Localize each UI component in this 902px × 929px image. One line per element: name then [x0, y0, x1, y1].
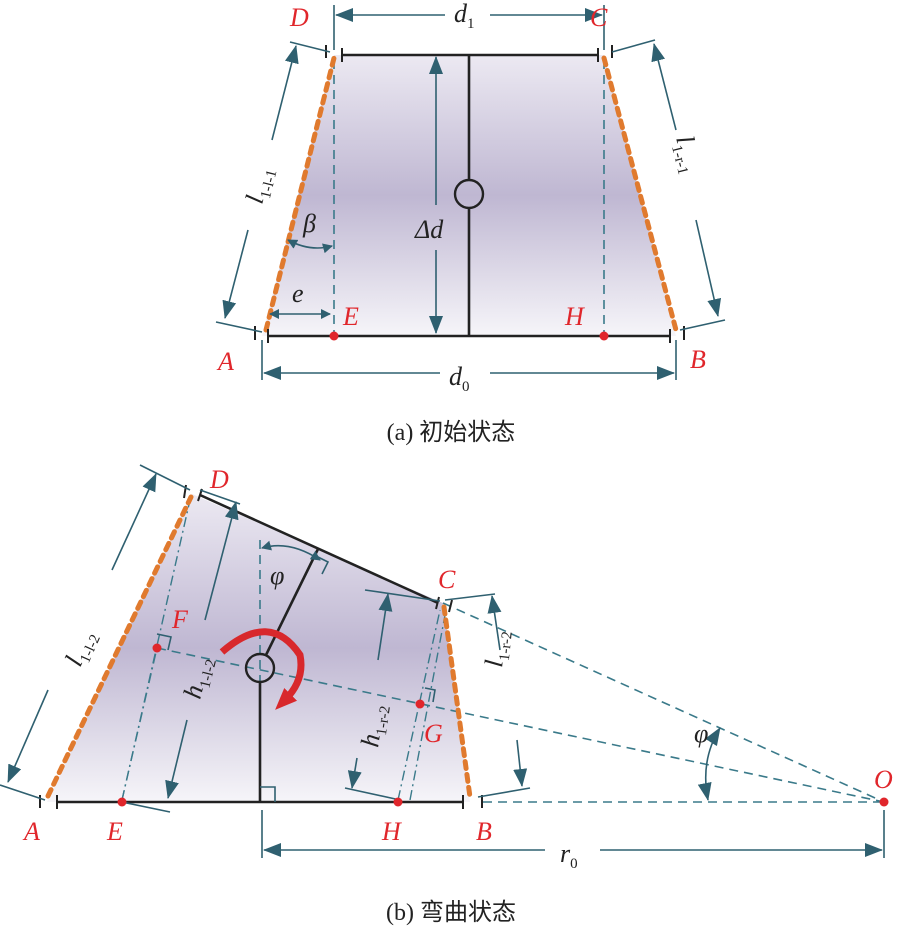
label-b-bent: B — [476, 817, 492, 846]
label-a: A — [216, 347, 234, 376]
right-edge-dashed-bent — [441, 604, 473, 800]
point-g-dot — [415, 699, 425, 709]
point-e-dot-bent — [117, 797, 127, 807]
point-h-dot — [599, 331, 609, 341]
caption-b: (b) 弯曲状态 — [386, 899, 516, 926]
dashed-line-fo — [156, 647, 885, 803]
label-r0: r0 — [560, 839, 578, 872]
h-right2-arrow-down — [347, 757, 362, 789]
panel-b: A E H B O D C F G φ φ r0 l1-l-2 h1-l-2 h… — [0, 464, 893, 926]
label-g: G — [424, 719, 443, 748]
label-phi-o: φ — [694, 719, 708, 748]
l-left-arrow-up — [271, 45, 299, 141]
label-d-bent: D — [209, 465, 229, 494]
label-o: O — [874, 765, 893, 794]
dashdot-right-2 — [409, 609, 447, 801]
right-angle-g — [424, 687, 436, 703]
l-right2-arrow-down — [513, 739, 528, 787]
label-c-bent: C — [438, 565, 456, 594]
l-left2-arrow-up — [111, 473, 157, 571]
panel-a: A D C B E H d1 d0 Δd β e l1-l-1 l1-r-1 (… — [215, 0, 726, 446]
l-left2-arrow-down — [7, 689, 49, 783]
point-e-dot — [329, 331, 339, 341]
l-right-arrow-up — [651, 43, 677, 131]
label-delta-d: Δd — [414, 215, 444, 244]
point-f-dot — [152, 643, 162, 653]
label-e-bent: E — [106, 817, 123, 846]
label-h-bent: H — [381, 817, 402, 846]
h-right2-arrow-up — [377, 593, 393, 661]
center-circle — [453, 178, 485, 210]
label-c: C — [590, 3, 608, 32]
label-e: E — [342, 302, 359, 331]
point-h-dot-bent — [393, 797, 403, 807]
right-edge-dashed — [601, 55, 679, 333]
label-d0: d0 — [449, 362, 470, 395]
label-a-bent: A — [22, 817, 40, 846]
center-circle-bent — [244, 652, 276, 684]
h-left2-arrow-down — [165, 719, 188, 799]
shape-initial — [262, 55, 676, 336]
phi-arc-top — [261, 540, 321, 561]
right-angle-f — [156, 633, 172, 651]
label-l-1-r-2: l1-r-2 — [479, 629, 516, 669]
point-o-dot — [879, 797, 889, 807]
label-beta: β — [302, 209, 316, 238]
bending-moment-arrow — [219, 628, 305, 710]
label-l-1-l-2: l1-l-2 — [59, 625, 104, 672]
label-l-1-l-1: l1-l-1 — [240, 164, 281, 207]
h-left2-arrow-up — [204, 501, 239, 621]
l-right-arrow-down — [695, 219, 722, 317]
left-edge-dashed-bent — [45, 494, 194, 799]
label-l-1-r-1: l1-r-1 — [666, 132, 707, 176]
caption-a: (a) 初始状态 — [387, 419, 516, 446]
shape-bent — [47, 494, 470, 802]
dashdot-left-2 — [121, 647, 158, 801]
label-phi-top: φ — [270, 561, 284, 590]
label-h: H — [564, 302, 585, 331]
left-edge-dashed — [263, 55, 337, 333]
label-e-dim: e — [292, 279, 304, 308]
label-h-1-l-2: h1-l-2 — [178, 654, 220, 703]
beta-arc — [287, 239, 333, 254]
label-h-1-r-2: h1-r-2 — [355, 703, 394, 750]
center-line-top-bent — [264, 548, 320, 656]
label-d1: d1 — [454, 0, 475, 32]
dashdot-right-1 — [397, 609, 441, 801]
label-d: D — [289, 3, 309, 32]
dashed-line-co — [442, 602, 885, 803]
l-left-arrow-down — [222, 229, 249, 319]
right-angle-bottom — [260, 786, 276, 802]
label-f: F — [171, 605, 189, 634]
phi-arc-o — [697, 727, 721, 801]
label-b: B — [690, 345, 706, 374]
l-right2-arrow-up — [487, 595, 502, 651]
